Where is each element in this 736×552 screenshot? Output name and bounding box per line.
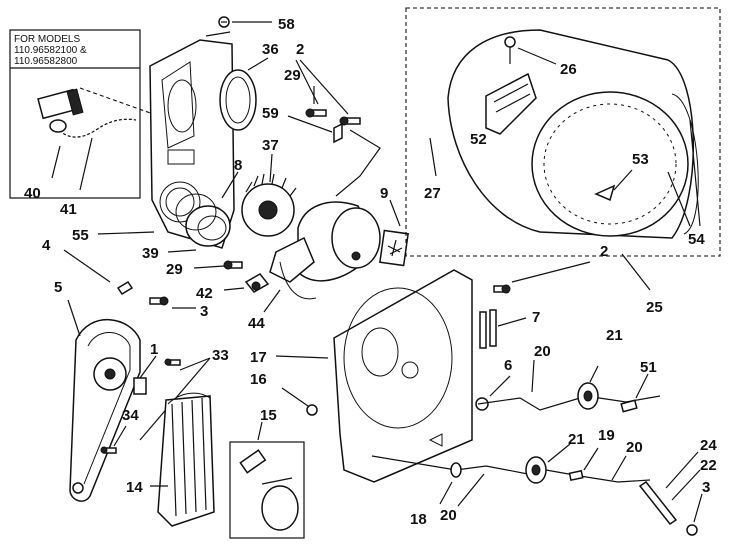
- part-5-belt: [69, 319, 141, 502]
- callout-22: 22: [700, 457, 717, 474]
- callout-36: 36: [262, 41, 279, 58]
- callout-51: 51: [640, 359, 657, 376]
- callout-17: 17: [250, 349, 267, 366]
- drum-assembly: [405, 7, 721, 257]
- callout-8: 8: [234, 157, 242, 174]
- part-26-screw: [504, 36, 516, 64]
- callout-9: 9: [380, 185, 388, 202]
- callout-39: 39: [142, 245, 159, 262]
- callout-59: 59: [262, 105, 279, 122]
- part-34-screw: [100, 446, 117, 454]
- callout-2-right: 2: [600, 243, 608, 260]
- callout-37: 37: [262, 137, 279, 154]
- part-42-bracket: [244, 273, 270, 293]
- models-box-line1: FOR MODELS: [14, 34, 80, 45]
- part-33-screw: [164, 358, 181, 366]
- callout-1: 1: [150, 341, 158, 358]
- callout-20-lower: 20: [440, 507, 457, 524]
- callout-54: 54: [688, 231, 705, 248]
- callout-41: 41: [60, 201, 77, 218]
- part-4-clip: [116, 280, 134, 296]
- callout-21-lower: 21: [568, 431, 585, 448]
- part-51-shaft: [620, 399, 638, 413]
- part-29-screw-upper: [305, 108, 327, 118]
- part-14-heater: [157, 392, 215, 527]
- part-3-screw-left: [149, 296, 169, 306]
- callout-20-right: 20: [626, 439, 643, 456]
- part-9-switch: [379, 229, 409, 267]
- part-16-nut: [306, 404, 318, 416]
- part-3-screw-right: [686, 524, 698, 536]
- part-37-blower-wheel: [241, 173, 297, 237]
- callout-15: 15: [260, 407, 277, 424]
- callout-55: 55: [72, 227, 89, 244]
- part-29-screw-lower: [223, 260, 243, 270]
- models-inset-box: FOR MODELS 110.96582100 & 110.96582800: [9, 29, 141, 199]
- callout-21-upper: 21: [606, 327, 623, 344]
- callout-19: 19: [598, 427, 615, 444]
- callout-2-upper: 2: [296, 41, 304, 58]
- part-15-inset: [229, 441, 305, 539]
- models-box-line3: 110.96582800: [14, 56, 78, 67]
- part-1-bracket: [133, 377, 147, 395]
- callout-5: 5: [54, 279, 62, 296]
- part-2-screw-right: [493, 284, 511, 294]
- callout-44: 44: [248, 315, 265, 332]
- rear-panel-part: [149, 39, 235, 249]
- part-44-motor: [269, 201, 381, 300]
- part-54-seal-ring: [531, 91, 689, 237]
- callout-25: 25: [646, 299, 663, 316]
- callout-14: 14: [126, 479, 143, 496]
- callout-4: 4: [42, 237, 51, 254]
- callout-58: 58: [278, 16, 295, 33]
- callout-27: 27: [424, 185, 441, 202]
- part-17-front-bulkhead: [333, 269, 473, 483]
- part-58-screw: [205, 16, 231, 37]
- part-22-clamp: [638, 480, 678, 526]
- callout-53: 53: [632, 151, 649, 168]
- callout-6: 6: [504, 357, 512, 374]
- callout-33: 33: [212, 347, 229, 364]
- callout-29-upper: 29: [284, 67, 301, 84]
- part-7-pad: [479, 309, 497, 349]
- part-8-duct: [175, 193, 231, 247]
- part-59-bracket: [333, 122, 343, 144]
- callout-34: 34: [122, 407, 139, 424]
- callout-29-lower: 29: [166, 261, 183, 278]
- power-cord-part: [37, 88, 137, 139]
- callout-42: 42: [196, 285, 213, 302]
- callout-16: 16: [250, 371, 267, 388]
- callout-20-upper: 20: [534, 343, 551, 360]
- part-18-washer: [450, 462, 462, 478]
- callout-3-right: 3: [702, 479, 710, 496]
- part-2-screw-upper: [339, 116, 361, 126]
- part-19-shaft: [568, 469, 584, 482]
- part-36-seal: [219, 69, 257, 131]
- models-box-line2: 110.96582100 &: [14, 45, 87, 56]
- callout-18: 18: [410, 511, 427, 528]
- callout-7: 7: [532, 309, 540, 326]
- part-21-roller-lower: [525, 456, 547, 484]
- callout-52: 52: [470, 131, 487, 148]
- callout-3-left: 3: [200, 303, 208, 320]
- callout-24: 24: [700, 437, 717, 454]
- part-21-roller-upper: [577, 382, 599, 410]
- callout-40: 40: [24, 185, 41, 202]
- callout-26: 26: [560, 61, 577, 78]
